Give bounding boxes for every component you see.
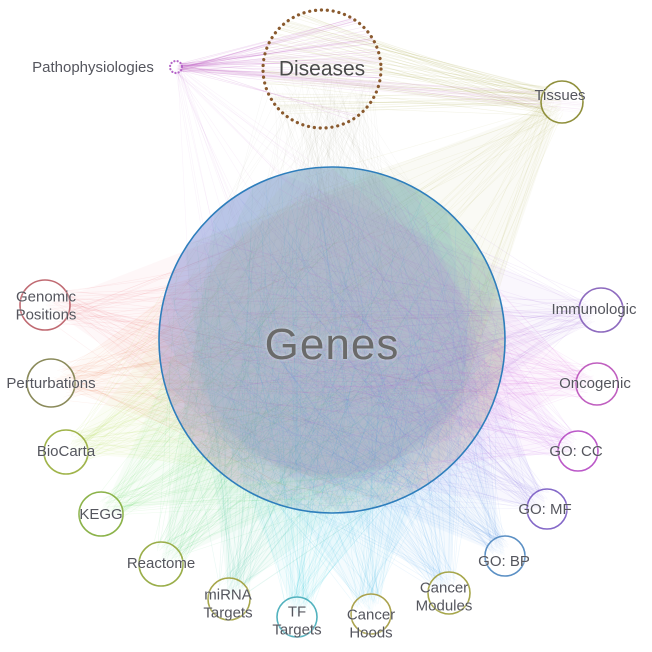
node-immunologic[interactable]: [578, 287, 624, 333]
node-oncogenic[interactable]: [575, 362, 619, 406]
genes-label: Genes: [264, 320, 400, 369]
node-cancer_modules[interactable]: [427, 571, 471, 615]
edge-bundle-oncogenic-genes: [158, 167, 598, 504]
node-genes[interactable]: [158, 166, 506, 514]
node-biocarta[interactable]: [43, 429, 89, 475]
edge-bundle-pathophysiologies-tissues: [176, 65, 584, 113]
edge-bundle-kegg-genes: [99, 166, 506, 520]
genes-fill: [159, 167, 505, 513]
edge-bundle-mirna_targets-genes: [164, 167, 505, 599]
node-perturbations[interactable]: [26, 358, 76, 408]
node-kegg[interactable]: [78, 491, 124, 537]
edge-bundle-reactome-genes: [153, 166, 506, 567]
edge-bundle-tissues-genes: [158, 97, 565, 513]
edge-bundle-cancer_hoods-genes: [159, 167, 497, 614]
node-go_mf[interactable]: [526, 488, 568, 530]
edge-bundle-go_cc-genes: [158, 166, 578, 504]
node-tf_targets[interactable]: [276, 596, 318, 638]
node-genomic_positions[interactable]: [19, 279, 71, 331]
node-go_cc[interactable]: [557, 430, 599, 472]
edge-bundle-genomic_positions-genes: [45, 174, 506, 513]
node-mirna_targets[interactable]: [207, 577, 251, 621]
edge-bundle-tf_targets-genes: [166, 166, 505, 617]
node-tissues[interactable]: [540, 80, 584, 124]
edge-bundle-immunologic-genes: [158, 174, 601, 513]
node-pathophysiologies[interactable]: [168, 59, 184, 75]
edge-bundle-tissues-diseases: [262, 13, 562, 118]
edge-bundle-go_bp-genes: [158, 166, 509, 556]
edge-bundle-perturbations-genes: [51, 167, 506, 512]
edge-bundle-biocarta-genes: [66, 166, 506, 501]
edge-bundle-pathophysiologies-genes: [173, 66, 490, 466]
node-reactome[interactable]: [138, 541, 184, 587]
edge-bundle-go_mf-genes: [158, 166, 550, 515]
node-cancer_hoods[interactable]: [350, 593, 392, 635]
edge-bundle-cancer_modules-genes: [159, 167, 498, 594]
node-diseases[interactable]: [261, 8, 383, 130]
node-go_bp[interactable]: [484, 535, 526, 577]
